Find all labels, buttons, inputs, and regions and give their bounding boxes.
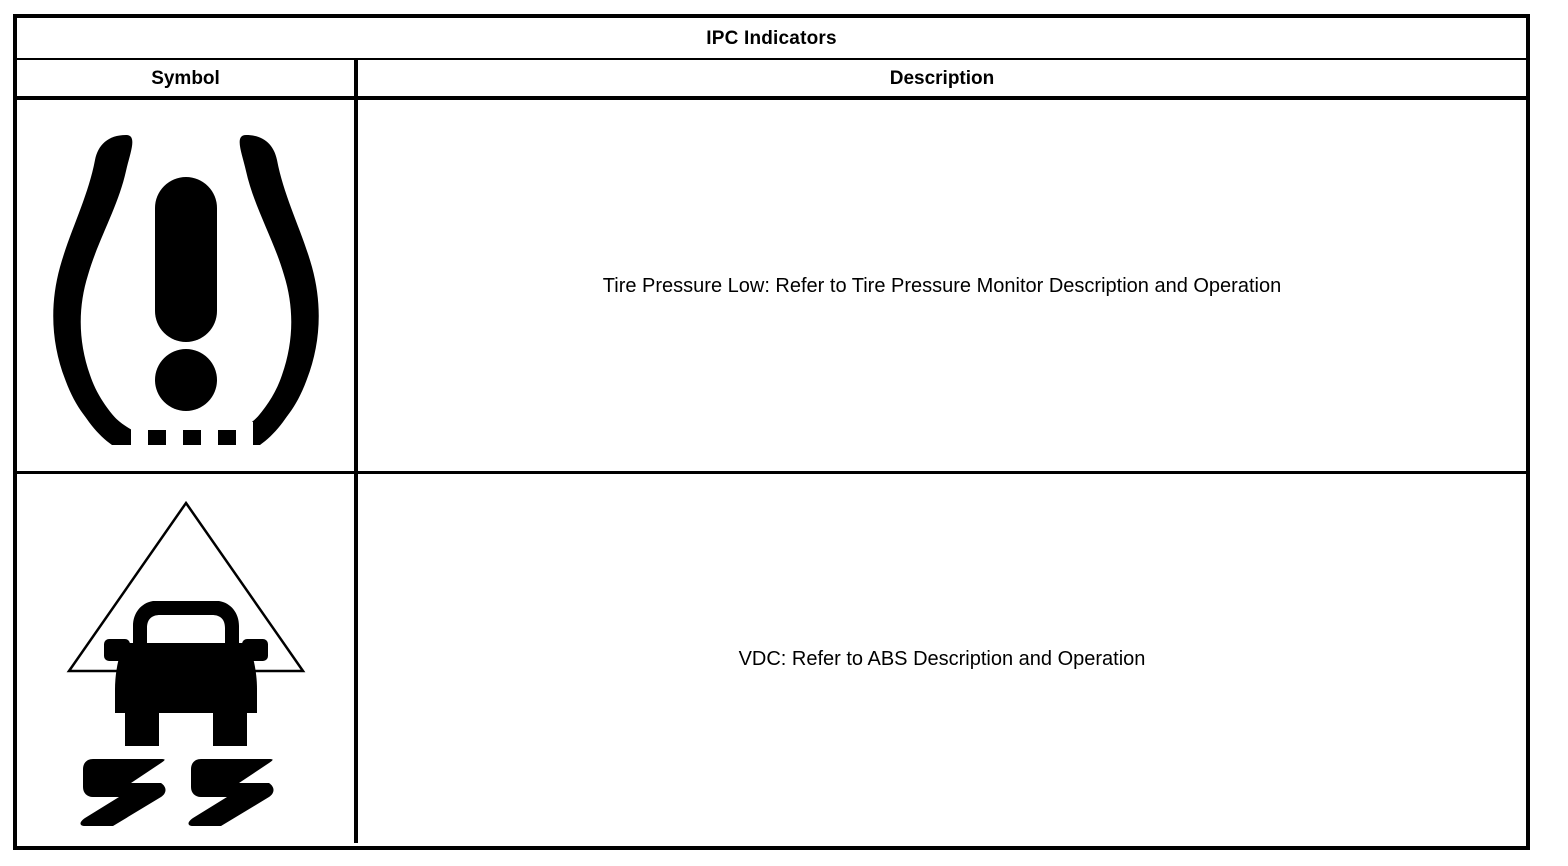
table-body: Tire Pressure Low: Refer to Tire Pressur… xyxy=(17,100,1526,846)
symbol-cell xyxy=(17,474,358,843)
table-title: IPC Indicators xyxy=(706,27,837,49)
description-text: VDC: Refer to ABS Description and Operat… xyxy=(738,647,1146,670)
column-header-description: Description xyxy=(358,60,1526,96)
tire-pressure-low-icon xyxy=(52,134,319,445)
column-header-symbol-label: Symbol xyxy=(151,67,220,89)
description-text: Tire Pressure Low: Refer to Tire Pressur… xyxy=(602,274,1282,297)
column-header-description-label: Description xyxy=(889,67,995,89)
table-header-row: Symbol Description xyxy=(17,60,1526,100)
vdc-skid-icon xyxy=(66,500,305,826)
symbol-cell xyxy=(17,100,358,471)
description-cell: Tire Pressure Low: Refer to Tire Pressur… xyxy=(358,100,1526,471)
table-row: VDC: Refer to ABS Description and Operat… xyxy=(17,474,1526,843)
description-cell: VDC: Refer to ABS Description and Operat… xyxy=(358,474,1526,843)
column-header-symbol: Symbol xyxy=(17,60,358,96)
table-row: Tire Pressure Low: Refer to Tire Pressur… xyxy=(17,100,1526,474)
table-title-row: IPC Indicators xyxy=(17,18,1526,60)
ipc-indicators-table: IPC Indicators Symbol Description xyxy=(13,14,1530,850)
